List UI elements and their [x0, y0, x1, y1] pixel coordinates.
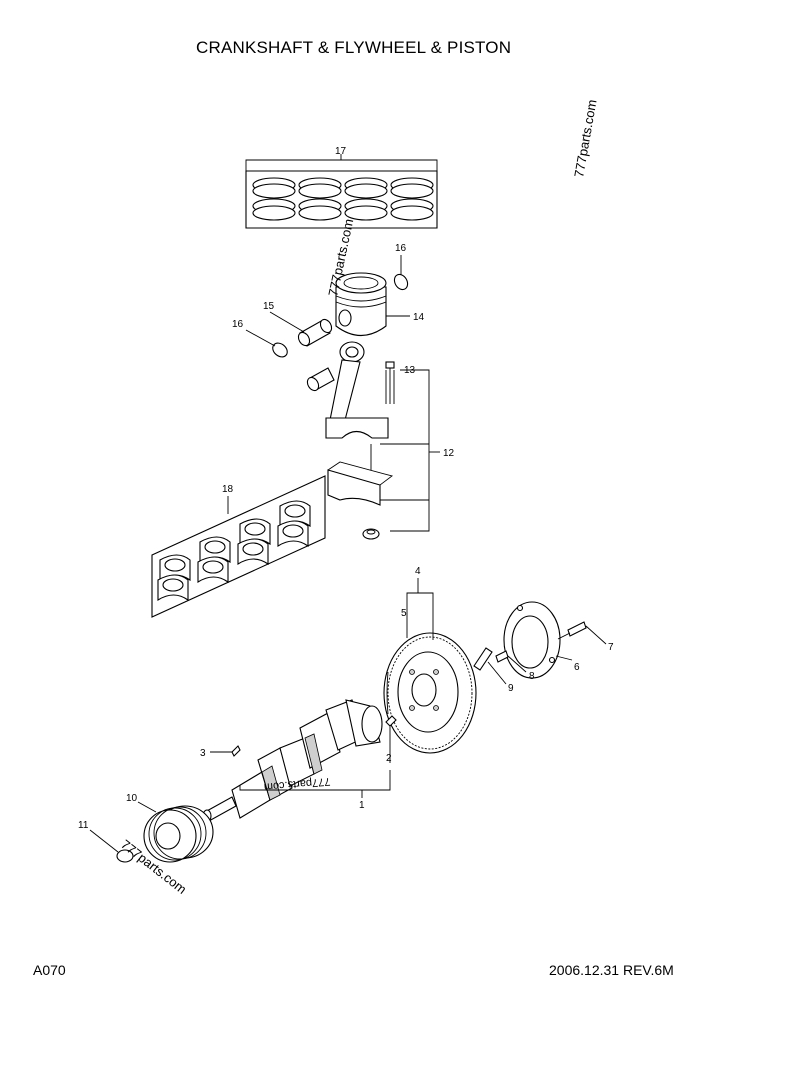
housing-bolt	[557, 621, 587, 640]
pulley-nut	[116, 849, 134, 863]
dowel-pin	[385, 715, 397, 727]
callout-18: 18	[222, 484, 234, 495]
page-title: CRANKSHAFT & FLYWHEEL & PISTON	[196, 38, 512, 57]
piston-pin	[297, 318, 333, 347]
crankshaft	[202, 699, 383, 823]
flywheel	[383, 632, 477, 754]
callout-16-top: 16	[395, 243, 407, 254]
callout-17: 17	[335, 146, 347, 157]
callout-2: 2	[386, 753, 392, 764]
callout-4: 4	[415, 566, 421, 577]
callout-6: 6	[574, 662, 580, 673]
snap-ring	[272, 342, 288, 358]
callout-3: 3	[200, 748, 206, 759]
callout-11: 11	[78, 820, 89, 831]
leader-lines	[89, 154, 607, 853]
callout-14: 14	[413, 312, 425, 323]
main-bearing-set	[151, 475, 326, 618]
callout-8: 8	[529, 671, 535, 682]
callout-16-left: 16	[232, 319, 244, 330]
piston-ring-set	[245, 170, 438, 229]
callout-13: 13	[404, 365, 416, 376]
callout-1: 1	[359, 800, 365, 811]
callout-labels: 17 16 14 15 16 13 12 18 4 5 7 6 8 9 3 2 …	[78, 146, 614, 831]
drawing-code: A070	[33, 962, 66, 978]
callout-10: 10	[126, 793, 138, 804]
callout-5: 5	[401, 608, 407, 619]
watermark-text: 777parts.com	[571, 98, 599, 178]
crankshaft-pulley	[143, 805, 214, 863]
lock-plate	[473, 647, 509, 671]
flywheel-housing-plate	[503, 601, 561, 679]
connecting-rod	[306, 341, 395, 540]
callout-7: 7	[608, 642, 614, 653]
callout-9: 9	[508, 683, 514, 694]
woodruff-key	[231, 745, 241, 757]
watermark-text: 777parts.com	[263, 775, 330, 793]
callout-15: 15	[263, 301, 275, 312]
piston	[335, 272, 387, 337]
revision-date: 2006.12.31 REV.6M	[549, 962, 674, 978]
snap-ring	[393, 273, 409, 291]
callout-12: 12	[443, 448, 455, 459]
